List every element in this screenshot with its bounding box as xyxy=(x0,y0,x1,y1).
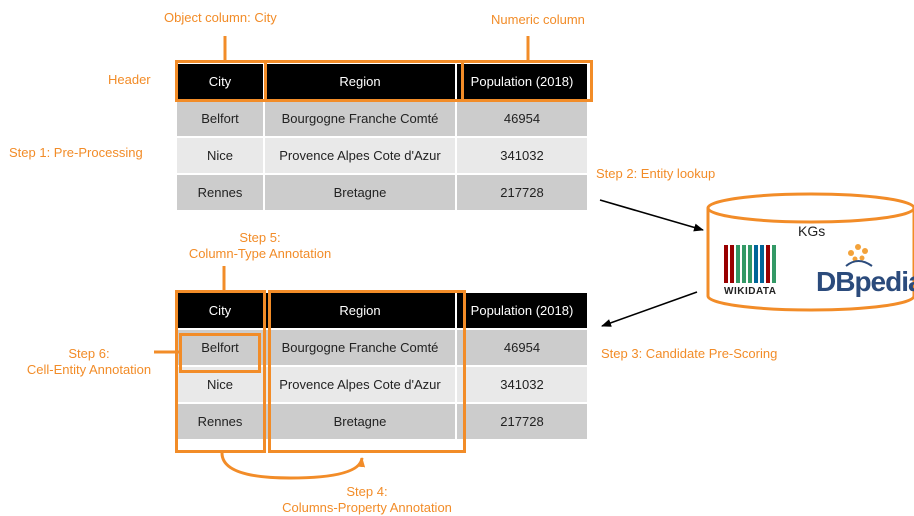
step3-label: Step 3: Candidate Pre-Scoring xyxy=(601,346,778,361)
kg-cylinder-top xyxy=(706,192,914,224)
top-table-header-row: City Region Population (2018) xyxy=(177,64,587,99)
table-cell: Provence Alpes Cote d'Azur xyxy=(265,367,455,402)
table-cell: Provence Alpes Cote d'Azur xyxy=(265,138,455,173)
step5-label: Step 5: Column-Type Annotation xyxy=(160,230,360,262)
wikidata-bar xyxy=(760,245,765,283)
table-cell: Belfort xyxy=(177,101,263,136)
table-cell: 46954 xyxy=(457,330,587,365)
table-cell: 341032 xyxy=(457,367,587,402)
step4-line1: Step 4: xyxy=(346,484,388,499)
table-cell: 341032 xyxy=(457,138,587,173)
city-column-highlight-box xyxy=(175,290,266,453)
wikidata-bar xyxy=(754,245,759,283)
step6-label: Step 6: Cell-Entity Annotation xyxy=(14,346,164,378)
table-cell: Bourgogne Franche Comté xyxy=(265,330,455,365)
bottom-table: City Region Population (2018) Belfort Bo… xyxy=(175,291,589,441)
step6-line2: Cell-Entity Annotation xyxy=(26,362,152,377)
table-cell: Nice xyxy=(177,138,263,173)
kg-cylinder-body xyxy=(706,208,914,312)
wikidata-bar xyxy=(730,245,735,283)
table-cell: 217728 xyxy=(457,404,587,439)
header-cell-city: City xyxy=(177,64,263,99)
table-cell: Bourgogne Franche Comté xyxy=(265,101,455,136)
pre-scoring-arrow xyxy=(601,291,698,327)
wikidata-bar xyxy=(772,245,777,283)
object-column-label: Object column: City xyxy=(164,10,277,25)
wikidata-bars-icon xyxy=(724,245,777,283)
step5-line1: Step 5: xyxy=(239,230,281,245)
header-cell-population: Population (2018) xyxy=(457,293,587,328)
wikidata-bar xyxy=(736,245,741,283)
table-row: Rennes Bretagne 217728 xyxy=(177,404,587,439)
region-column-highlight-box xyxy=(268,290,466,453)
bottom-table-header-row: City Region Population (2018) xyxy=(177,293,587,328)
header-cell-region: Region xyxy=(265,64,455,99)
table-cell: Bretagne xyxy=(265,175,455,210)
table-row: Belfort Bourgogne Franche Comté 46954 xyxy=(177,330,587,365)
header-cell-population: Population (2018) xyxy=(457,64,587,99)
dbpedia-wordmark: DBpedia xyxy=(816,266,914,297)
wikidata-wordmark: WIKIDATA xyxy=(724,286,777,297)
table-row: Nice Provence Alpes Cote d'Azur 341032 xyxy=(177,138,587,173)
wikidata-bar xyxy=(748,245,753,283)
wikidata-bar xyxy=(724,245,729,283)
table-cell: 217728 xyxy=(457,175,587,210)
belfort-cell-highlight-box xyxy=(179,333,261,373)
numeric-column-label: Numeric column xyxy=(491,12,585,27)
kg-title: KGs xyxy=(798,223,826,239)
table-cell: Rennes xyxy=(177,175,263,210)
wikidata-bar xyxy=(766,245,771,283)
table-cell: Rennes xyxy=(177,404,263,439)
wikidata-logo: WIKIDATA xyxy=(724,245,777,297)
entity-lookup-arrow xyxy=(599,199,704,232)
top-table: City Region Population (2018) Belfort Bo… xyxy=(175,62,589,212)
header-label: Header xyxy=(108,72,151,87)
step2-label: Step 2: Entity lookup xyxy=(596,166,716,181)
table-row: Belfort Bourgogne Franche Comté 46954 xyxy=(177,101,587,136)
step5-line2: Column-Type Annotation xyxy=(188,246,332,261)
dbpedia-icon xyxy=(845,244,873,267)
step4-curved-arrow xyxy=(220,452,366,480)
city-header-highlight-box xyxy=(175,60,267,102)
step6-line1: Step 6: xyxy=(68,346,110,361)
wikidata-bar xyxy=(742,245,747,283)
step1-label: Step 1: Pre-Processing xyxy=(9,145,143,160)
table-cell: Bretagne xyxy=(265,404,455,439)
step4-label: Step 4: Columns-Property Annotation xyxy=(252,484,482,516)
table-row: Rennes Bretagne 217728 xyxy=(177,175,587,210)
table-cell: 46954 xyxy=(457,101,587,136)
table-row: Nice Provence Alpes Cote d'Azur 341032 xyxy=(177,367,587,402)
header-cell-city: City xyxy=(177,293,263,328)
step4-line2: Columns-Property Annotation xyxy=(282,500,452,515)
header-cell-region: Region xyxy=(265,293,455,328)
